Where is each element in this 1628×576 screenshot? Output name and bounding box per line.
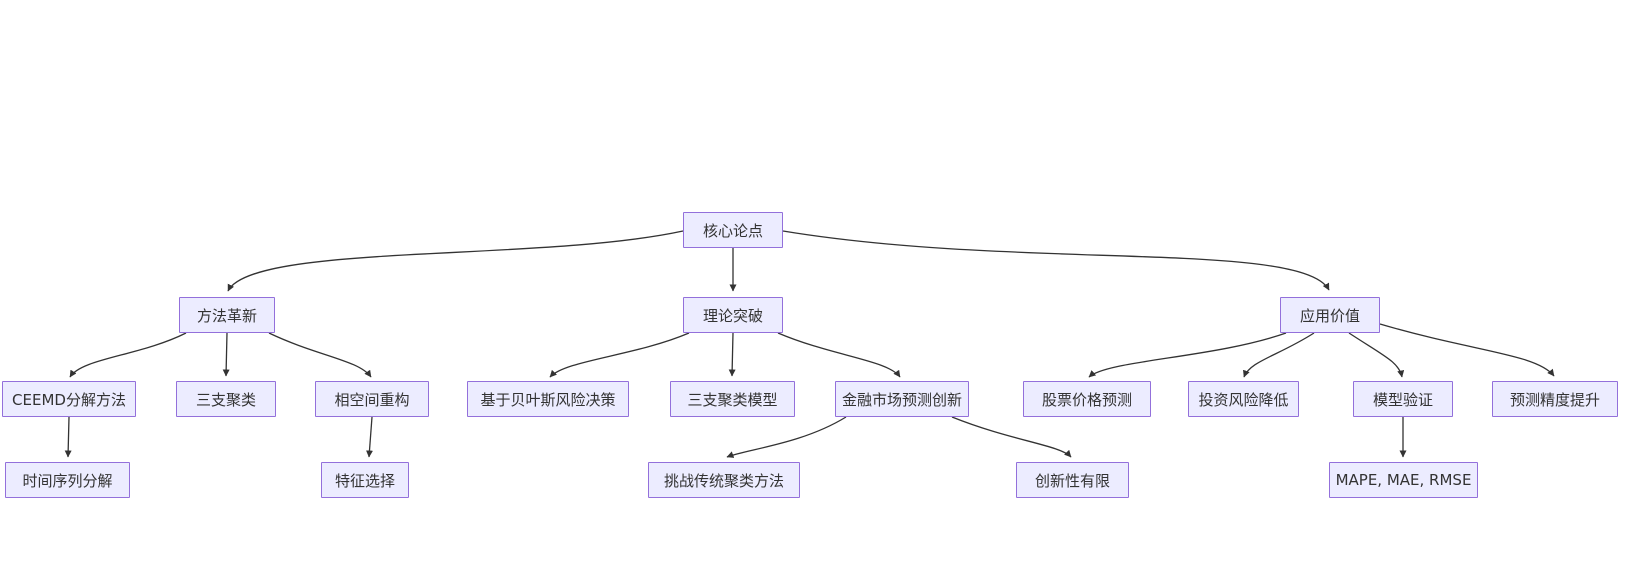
edge-core-application (782, 230, 1330, 291)
edge-application-accuracy (1379, 323, 1555, 377)
node-core: 核心论点 (683, 212, 783, 248)
node-invest: 投资风险降低 (1188, 381, 1299, 417)
edge-application-modelval (1348, 332, 1405, 378)
edge-method-phase (268, 332, 372, 378)
node-finance: 金融市场预测创新 (835, 381, 969, 417)
node-theory: 理论突破 (683, 297, 783, 333)
edge-method-threeway (222, 332, 230, 377)
node-feature: 特征选择 (321, 462, 409, 498)
edge-core-method (227, 230, 684, 292)
node-bayes: 基于贝叶斯风险决策 (467, 381, 629, 417)
edge-application-invest (1243, 332, 1315, 378)
node-accuracy: 预测精度提升 (1492, 381, 1618, 417)
node-modelval: 模型验证 (1353, 381, 1453, 417)
node-stock: 股票价格预测 (1023, 381, 1151, 417)
edge-theory-twcmodel (728, 332, 736, 377)
edge-phase-feature (365, 416, 373, 458)
edge-ceemd-timeseries (64, 416, 72, 458)
node-ceemd: CEEMD分解方法 (2, 381, 136, 417)
node-limited: 创新性有限 (1016, 462, 1129, 498)
node-application: 应用价值 (1280, 297, 1380, 333)
node-method: 方法革新 (179, 297, 275, 333)
node-challenge: 挑战传统聚类方法 (648, 462, 800, 498)
node-mape: MAPE, MAE, RMSE (1329, 462, 1478, 498)
node-phase: 相空间重构 (315, 381, 429, 417)
edge-method-ceemd (69, 332, 187, 378)
edge-theory-bayes (549, 332, 690, 378)
edge-theory-finance (777, 332, 901, 378)
node-twcmodel: 三支聚类模型 (670, 381, 795, 417)
node-timeseries: 时间序列分解 (5, 462, 130, 498)
edge-finance-challenge (726, 416, 847, 458)
edge-finance-limited (951, 416, 1072, 458)
node-threeway: 三支聚类 (176, 381, 276, 417)
edge-application-stock (1088, 332, 1287, 378)
